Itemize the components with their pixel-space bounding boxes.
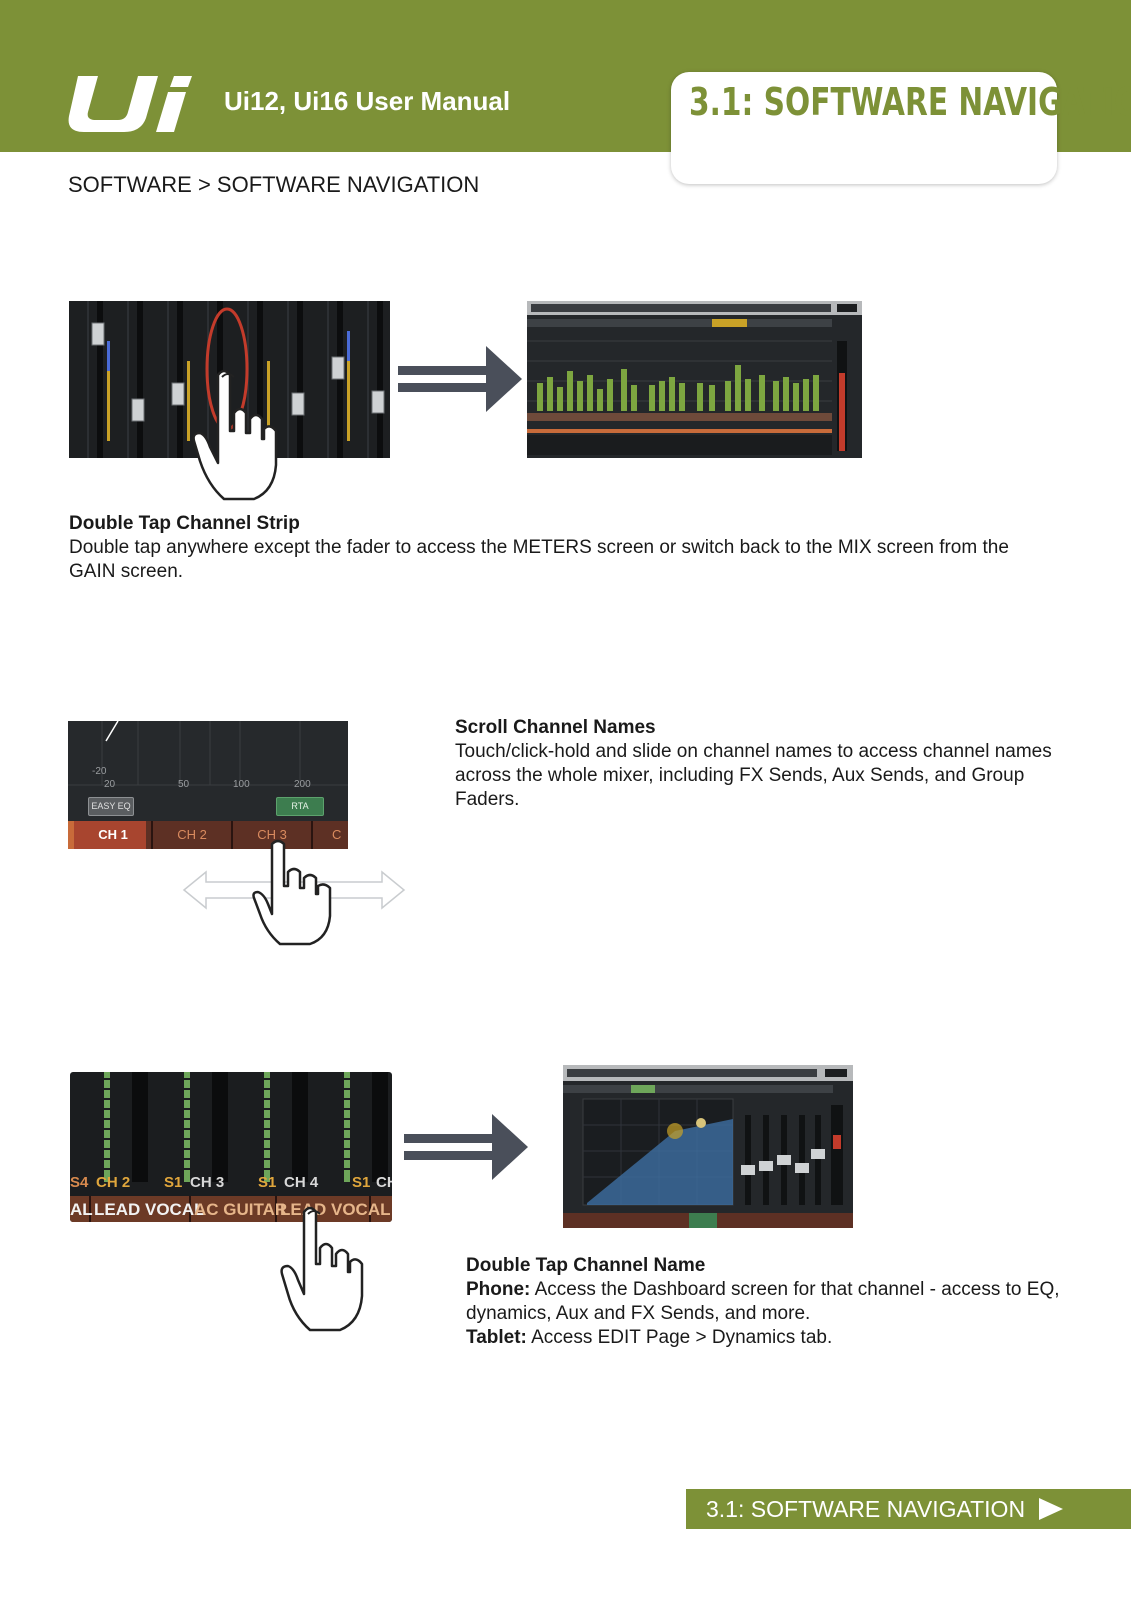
- slide-hand-icon: [252, 839, 332, 946]
- section-title-double-tap-name: Double Tap Channel Name: [466, 1255, 706, 1276]
- meters-screen-screenshot: [527, 301, 862, 458]
- double-tap-hand-icon: [192, 369, 278, 501]
- dynamics-screen-screenshot: [563, 1065, 853, 1228]
- dynamics-screen-image: [563, 1065, 853, 1228]
- footer-nav-tab[interactable]: 3.1: SOFTWARE NAVIGATION: [686, 1489, 1131, 1529]
- chip-ch3: CH 3: [190, 1174, 225, 1191]
- section-scroll-names: Scroll Channel Names Touch/click-hold an…: [455, 716, 1070, 812]
- right-arrow-icon-2: [404, 1114, 528, 1180]
- chip-s1-a: S1: [164, 1174, 183, 1191]
- eq-y-tick: -20: [92, 766, 107, 777]
- channel-label-lead-vocal-1[interactable]: LEAD VOCAL: [94, 1200, 205, 1219]
- easy-eq-button[interactable]: EASY EQ: [88, 797, 134, 816]
- tablet-text: Access EDIT Page > Dynamics tab.: [526, 1327, 833, 1348]
- manual-title: Ui12, Ui16 User Manual: [224, 86, 511, 116]
- eq-x-tick-50: 50: [178, 779, 190, 790]
- channel-names-screenshot: S4 CH 2 S1 CH 3 S1 CH 4 S1 CH AL LEAD VO…: [70, 1072, 392, 1222]
- section-title-double-tap-strip: Double Tap Channel Strip: [69, 513, 300, 534]
- chip-ch-cut: CH: [376, 1174, 392, 1191]
- tablet-label: Tablet:: [466, 1327, 527, 1348]
- eq-x-tick-100: 100: [233, 779, 250, 790]
- chip-ch2: CH 2: [96, 1174, 131, 1191]
- rta-button[interactable]: RTA: [276, 797, 324, 816]
- eq-channel-names-screenshot: -20 20 50 100 200 EASY EQ RTA CH 1 CH 2 …: [68, 721, 348, 849]
- chip-s1-c: S1: [352, 1174, 371, 1191]
- channel-name-ch1[interactable]: CH 1: [98, 827, 128, 842]
- footer-label: 3.1: SOFTWARE NAVIGATION: [706, 1496, 1026, 1522]
- section-title-box: 3.1: SOFTWARE NAVIGATION: [671, 72, 1131, 184]
- ui-logo: [68, 76, 192, 132]
- channel-label-ac-guitar[interactable]: AC GUITAR: [194, 1200, 288, 1219]
- channel-name-ch4[interactable]: C: [332, 827, 342, 842]
- double-tap-name-hand-icon: [280, 1206, 364, 1332]
- channel-label-al[interactable]: AL: [70, 1200, 93, 1219]
- section-double-tap-strip: Double Tap Channel Strip Double tap anyw…: [69, 512, 1059, 584]
- tablet-description: Tablet: Access EDIT Page > Dynamics tab.: [466, 1326, 1076, 1350]
- section-title: 3.1: SOFTWARE NAVIGATION: [689, 80, 1131, 124]
- meters-screen-image: [527, 301, 862, 458]
- channel-name-ch3[interactable]: CH 3: [257, 827, 287, 842]
- channel-name-ch2[interactable]: CH 2: [177, 827, 207, 842]
- phone-description: Phone: Access the Dashboard screen for t…: [466, 1278, 1076, 1326]
- phone-label: Phone:: [466, 1279, 531, 1300]
- chip-s1-b: S1: [258, 1174, 277, 1191]
- eq-x-tick-200: 200: [294, 779, 311, 790]
- section-body-scroll-names: Touch/click-hold and slide on channel na…: [455, 741, 1052, 810]
- eq-x-tick-20: 20: [104, 779, 116, 790]
- phone-text: Access the Dashboard screen for that cha…: [466, 1279, 1060, 1324]
- section-title-scroll-names: Scroll Channel Names: [455, 717, 656, 738]
- play-arrow-icon: [1039, 1498, 1063, 1520]
- right-arrow-icon: [398, 346, 522, 412]
- chip-ch4: CH 4: [284, 1174, 319, 1191]
- section-body-double-tap-strip: Double tap anywhere except the fader to …: [69, 537, 1009, 582]
- breadcrumb: SOFTWARE > SOFTWARE NAVIGATION: [68, 172, 480, 197]
- section-double-tap-name: Double Tap Channel Name Phone: Access th…: [466, 1254, 1076, 1350]
- chip-s4: S4: [70, 1174, 89, 1191]
